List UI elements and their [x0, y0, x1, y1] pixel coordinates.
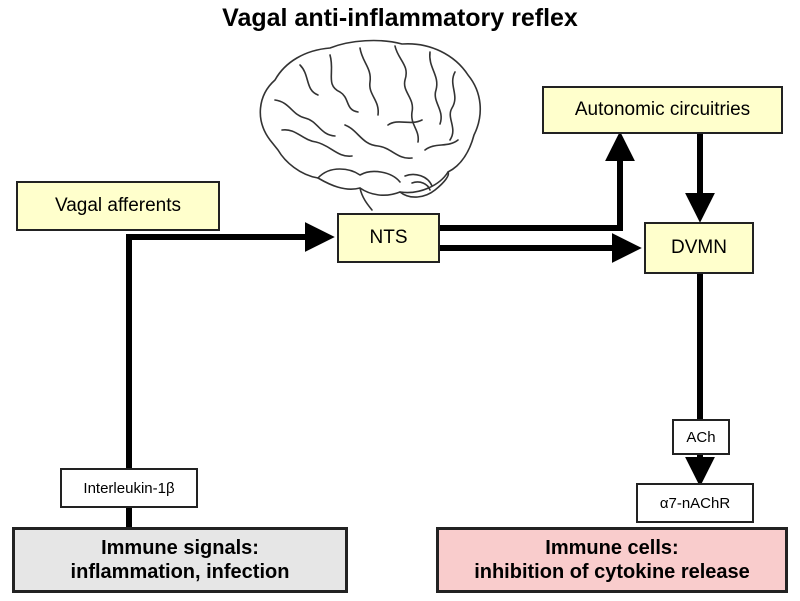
vagal-afferents-box: Vagal afferents: [16, 181, 220, 231]
immune-signals-line1: Immune signals:: [101, 536, 259, 559]
immune-signals-box: Immune signals: inflammation, infection: [12, 527, 348, 593]
immune-cells-box: Immune cells: inhibition of cytokine rel…: [436, 527, 788, 593]
interleukin-box: Interleukin-1β: [60, 468, 198, 508]
dvmn-box: DVMN: [644, 222, 754, 274]
ach-box: ACh: [672, 419, 730, 455]
autonomic-circuitries-box: Autonomic circuitries: [542, 86, 783, 134]
arrow-afferent-to-nts: [126, 222, 335, 468]
nts-box: NTS: [337, 213, 440, 263]
arrow-nts-to-autonomic: [440, 131, 635, 231]
immune-cells-line1: Immune cells:: [545, 536, 679, 559]
alpha7-nachr-box: α7-nAChR: [636, 483, 754, 523]
diagram-title: Vagal anti-inflammatory reflex: [222, 4, 578, 32]
immune-signals-line2: inflammation, infection: [70, 561, 290, 583]
immune-cells-line2: inhibition of cytokine release: [474, 561, 750, 583]
